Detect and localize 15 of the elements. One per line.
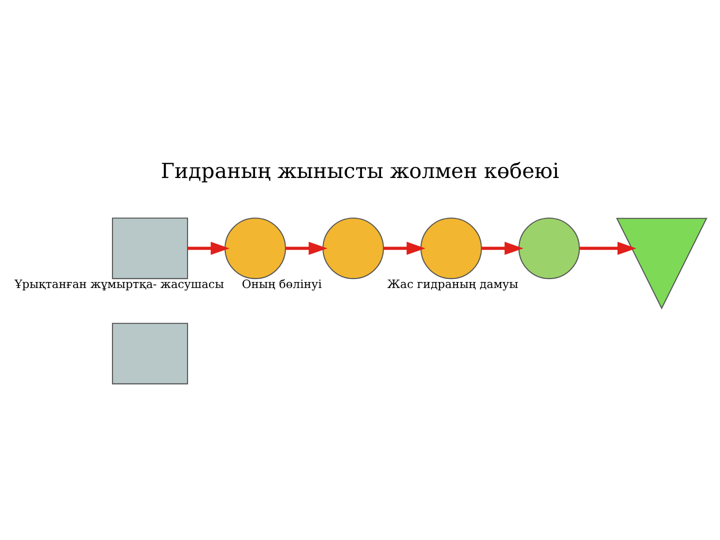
- node-label: Оның бөлінуі: [242, 276, 322, 290]
- node-label: Ұрықтанған жұмыртқа- жасушасы: [14, 276, 224, 290]
- node-circle: [224, 217, 286, 279]
- node-box: [112, 322, 188, 384]
- node-circle: [420, 217, 482, 279]
- node-label: Жас гидраның дамуы: [387, 276, 518, 290]
- arrow: [482, 241, 524, 254]
- arrow: [580, 241, 636, 254]
- node-circle: [518, 217, 580, 279]
- arrow: [384, 241, 426, 254]
- node-box: [112, 217, 188, 279]
- arrow: [188, 241, 230, 254]
- node-circle: [322, 217, 384, 279]
- arrow: [286, 241, 328, 254]
- diagram-title: Гидраның жынысты жолмен көбеюі: [160, 158, 560, 183]
